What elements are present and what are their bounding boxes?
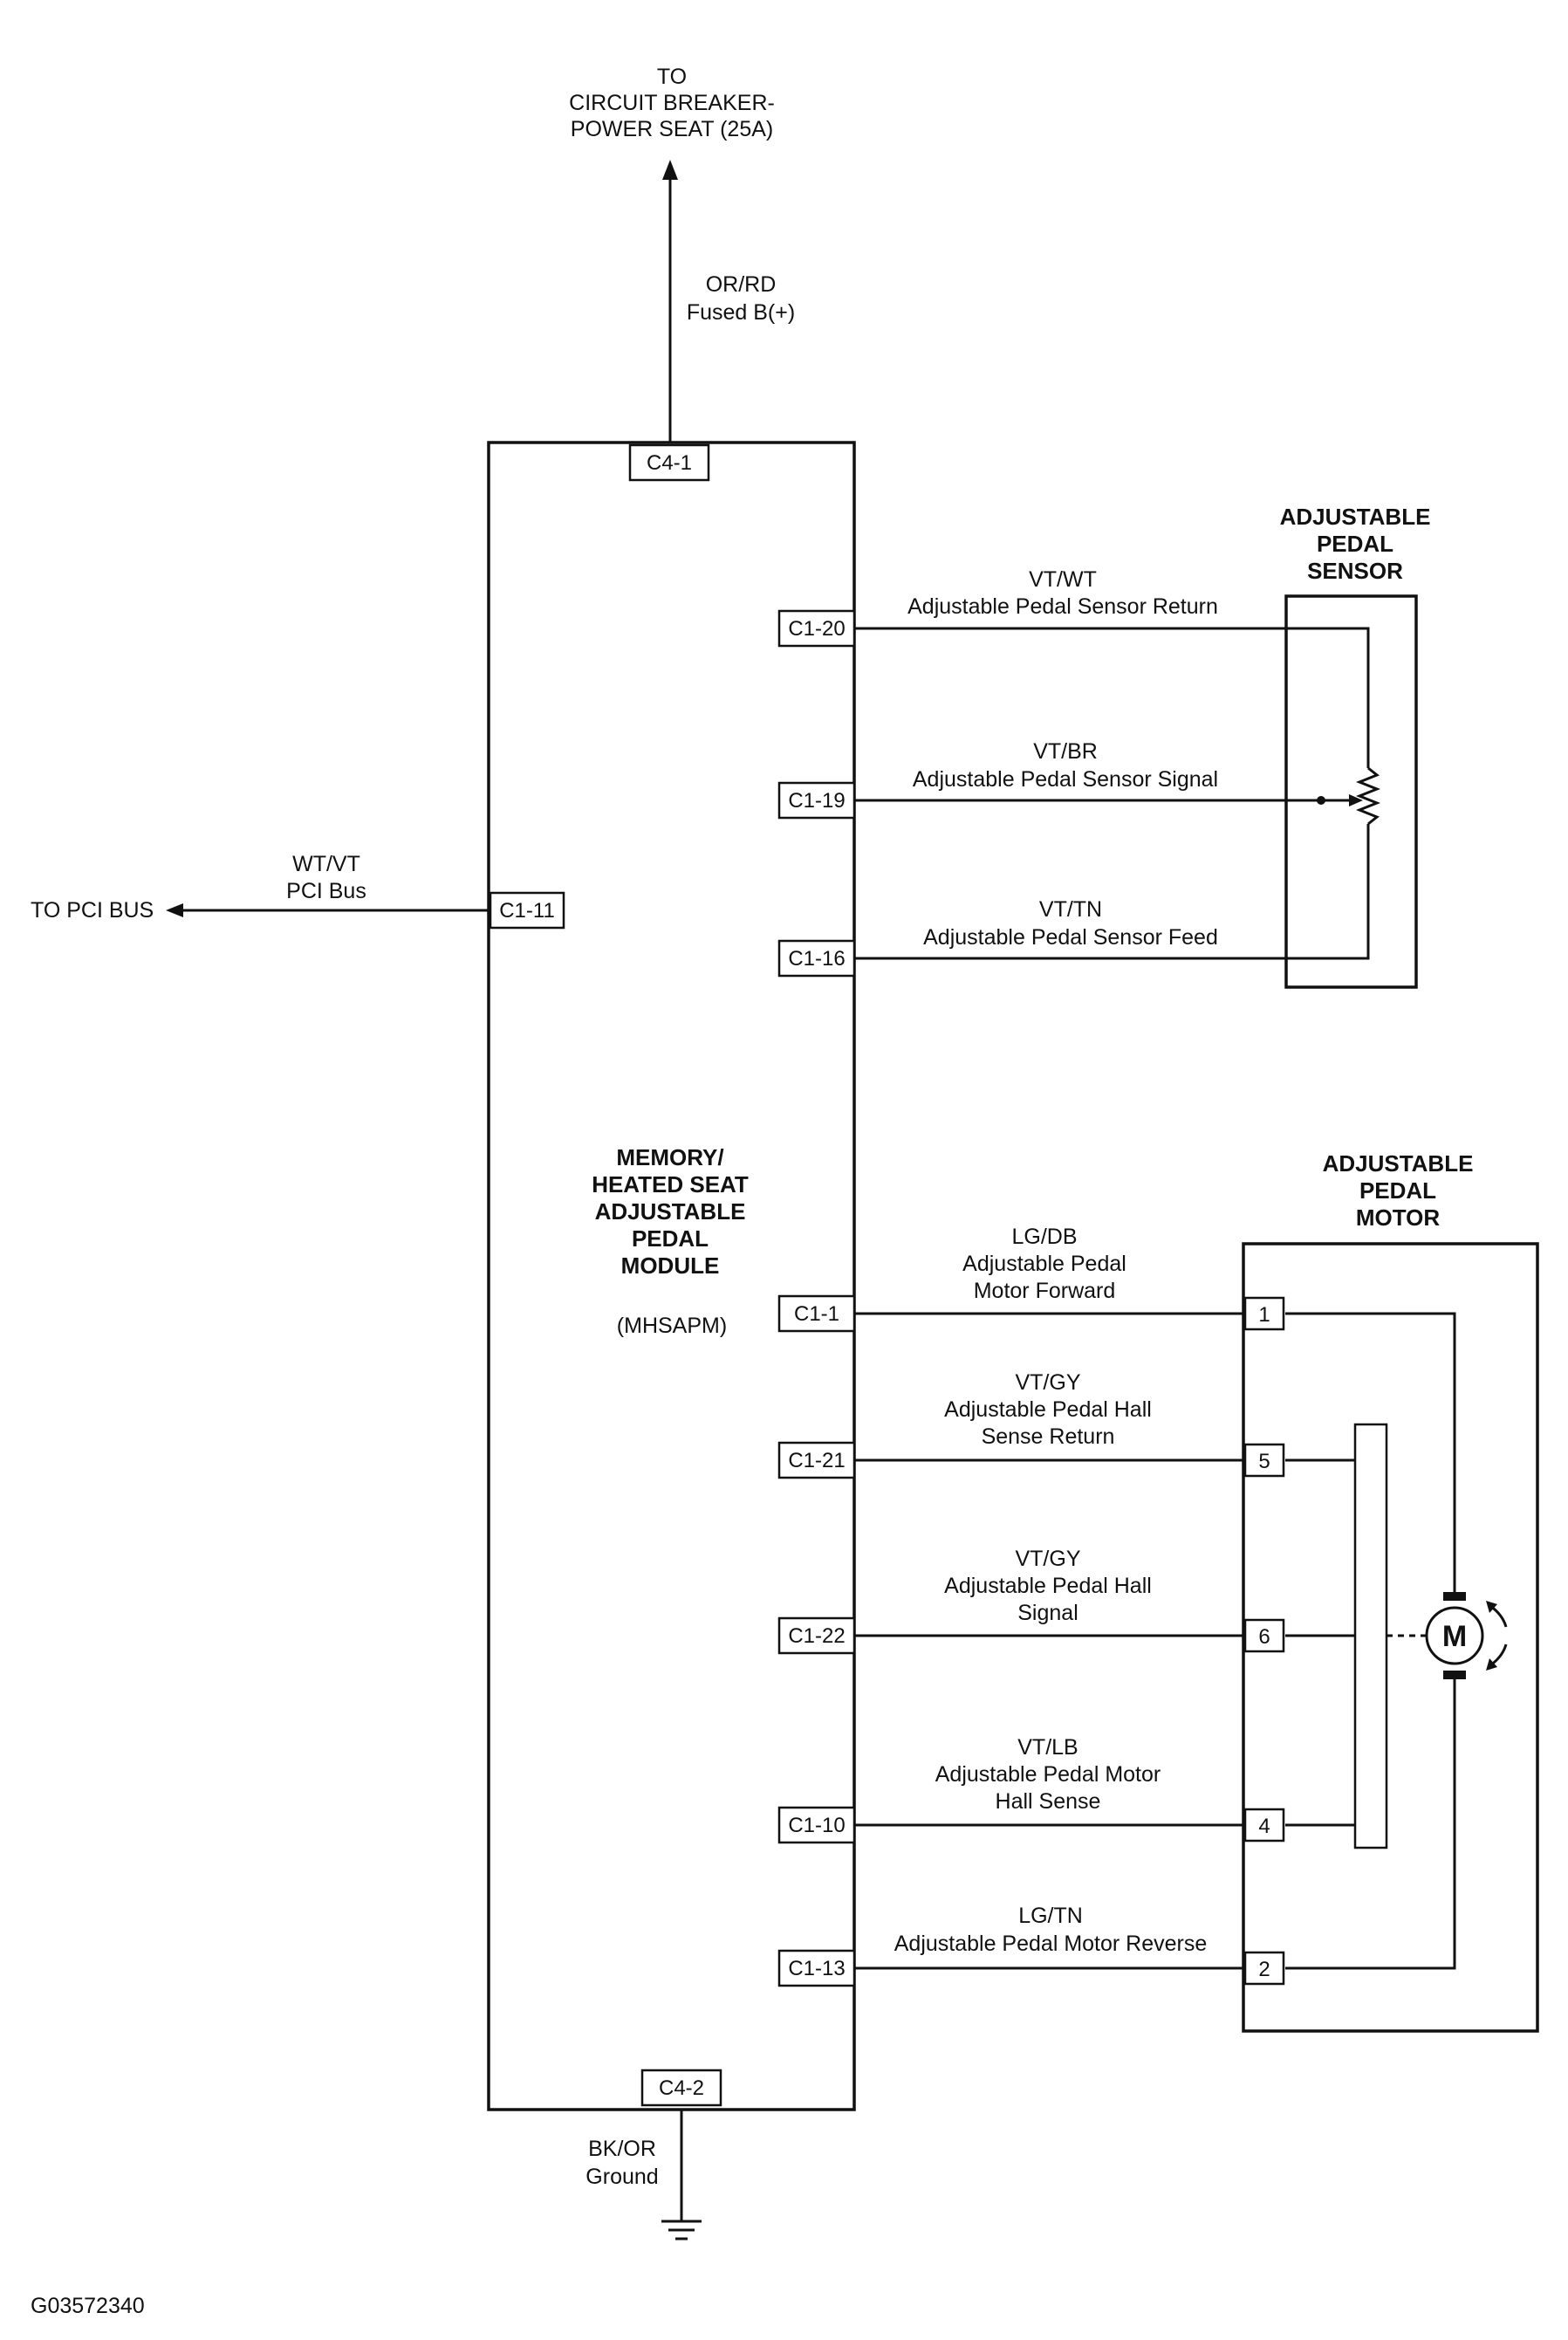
hall-signal-function-2: Signal [1017,1601,1078,1625]
top-feed-dest-line-2: CIRCUIT BREAKER- [569,91,775,115]
motor: ADJUSTABLE PEDAL MOTOR M C1-1 1 LG/DB Ad… [777,1150,1539,2033]
motor-forward-internal [1285,1312,1456,1592]
pin-c1-10: C1-10 [788,1814,845,1837]
module-name-line-1: MEMORY/ [616,1144,723,1170]
sensor-title-line-1: ADJUSTABLE [1280,504,1431,530]
pin-c1-11: C1-11 [499,899,555,923]
motor-symbol: M [1442,1620,1467,1653]
sensor-feed-internal [1286,824,1370,960]
motor-brush-bottom [1443,1671,1466,1679]
hall-sensor-bar [1353,1423,1388,1849]
pin-c4-1-box [628,443,710,482]
sensor-return-wire-color: VT/WT [1029,567,1097,592]
hall-signal-function-1: Adjustable Pedal Hall [944,1574,1152,1598]
motor-pin-4: 4 [1258,1815,1270,1838]
potentiometer-icon [1355,766,1381,826]
hall-return-wire-color: VT/GY [1015,1370,1080,1395]
motor-forward-wire-color: LG/DB [1011,1225,1077,1249]
arrow-left-icon [166,903,183,917]
figure-id: G03572340 [31,2294,145,2318]
motor-title-line-2: PEDAL [1359,1177,1436,1204]
module-name-line-5: MODULE [621,1252,720,1279]
motor-pin-1-box [1243,1296,1285,1331]
module-name-line-3: ADJUSTABLE [595,1198,746,1225]
pin-c1-21-box [777,1441,856,1479]
pin-c4-2-box [640,2069,722,2107]
module-name-line-2: HEATED SEAT [592,1171,749,1197]
hall-sense-function-1: Adjustable Pedal Motor [935,1762,1161,1787]
hall-sense-function-2: Hall Sense [996,1789,1101,1814]
pin-c1-22: C1-22 [788,1624,845,1648]
motor-pin-1: 1 [1258,1303,1270,1327]
ground-wire-function: Ground [585,2165,658,2189]
pin-c1-1-box [777,1294,856,1333]
top-feed-dest-line-3: POWER SEAT (25A) [571,117,773,141]
module-label: MEMORY/ HEATED SEAT ADJUSTABLE PEDAL MOD… [592,1144,749,1338]
module-abbreviation: (MHSAPM) [617,1314,727,1338]
motor-reverse-internal [1285,1679,1456,1970]
top-feed-wire-color: OR/RD [706,272,777,297]
motor-pin-4-box [1243,1808,1285,1842]
sensor-signal-function: Adjustable Pedal Sensor Signal [913,767,1218,792]
sensor: ADJUSTABLE PEDAL SENSOR C1-20 VT/WT Adju… [777,504,1431,989]
top-feed-dest-line-1: TO [657,65,687,89]
rotation-arrowhead-top-icon [1486,1601,1497,1613]
pci-bus-destination: TO PCI BUS [31,898,154,923]
wiper-arrow-icon [1349,794,1363,806]
pci-bus-wire-function: PCI Bus [286,879,366,903]
motor-pin-6-box [1243,1618,1285,1653]
hall-sense-wire-color: VT/LB [1017,1735,1078,1760]
sensor-feed-function: Adjustable Pedal Sensor Feed [923,925,1218,950]
top-feed: TO CIRCUIT BREAKER- POWER SEAT (25A) OR/… [569,65,795,443]
sensor-signal-wire-color: VT/BR [1033,739,1098,764]
pin-c1-11-box [489,891,565,930]
motor-brush-top [1443,1592,1466,1601]
motor-title-line-1: ADJUSTABLE [1323,1150,1474,1177]
sensor-box [1284,594,1418,989]
pin-c4-2: C4-2 [659,2076,704,2100]
motor-reverse-function: Adjustable Pedal Motor Reverse [894,1932,1208,1956]
motor-pin-2: 2 [1258,1958,1270,1981]
motor-pin-2-box [1243,1951,1285,1986]
sensor-feed-wire-color: VT/TN [1039,897,1102,922]
pin-c1-20-box [777,609,856,648]
motor-box [1242,1242,1539,2033]
sensor-title-line-3: SENSOR [1307,558,1403,584]
module-name-line-4: PEDAL [632,1225,709,1252]
pin-c1-13-box [777,1949,856,1987]
hall-return-function-1: Adjustable Pedal Hall [944,1397,1152,1422]
arrow-up-icon [662,160,678,180]
pin-c1-19: C1-19 [788,789,845,813]
pin-c1-16: C1-16 [788,947,845,971]
top-feed-wire-function: Fused B(+) [687,300,795,325]
motor-forward-function-1: Adjustable Pedal [962,1252,1126,1276]
pin-c1-21: C1-21 [788,1449,845,1472]
sensor-return-internal [1286,627,1370,768]
ground: BK/OR Ground [585,2110,702,2240]
pci-bus-wire-color: WT/VT [292,852,360,876]
motor-reverse-wire-color: LG/TN [1018,1904,1083,1928]
splice-dot [1317,796,1325,805]
ground-wire-color: BK/OR [588,2137,656,2161]
hall-return-function-2: Sense Return [982,1424,1115,1449]
rotation-arrowhead-bottom-icon [1486,1658,1497,1671]
pin-c1-22-box [777,1616,856,1655]
pin-c1-1: C1-1 [794,1302,839,1326]
motor-pin-5-box [1243,1443,1285,1478]
motor-title-line-3: MOTOR [1356,1204,1441,1231]
pin-c1-16-box [777,939,856,978]
sensor-return-function: Adjustable Pedal Sensor Return [907,594,1218,619]
motor-pin-6: 6 [1258,1625,1270,1649]
pin-c1-20: C1-20 [788,617,845,641]
motor-forward-function-2: Motor Forward [974,1279,1116,1303]
pin-c1-13: C1-13 [788,1957,845,1980]
sensor-title-line-2: PEDAL [1317,531,1393,557]
pci-bus: C1-11 TO PCI BUS WT/VT PCI Bus [31,852,565,930]
pin-c4-1: C4-1 [647,451,692,475]
hall-signal-wire-color: VT/GY [1015,1547,1080,1571]
motor-pin-5: 5 [1258,1450,1270,1473]
